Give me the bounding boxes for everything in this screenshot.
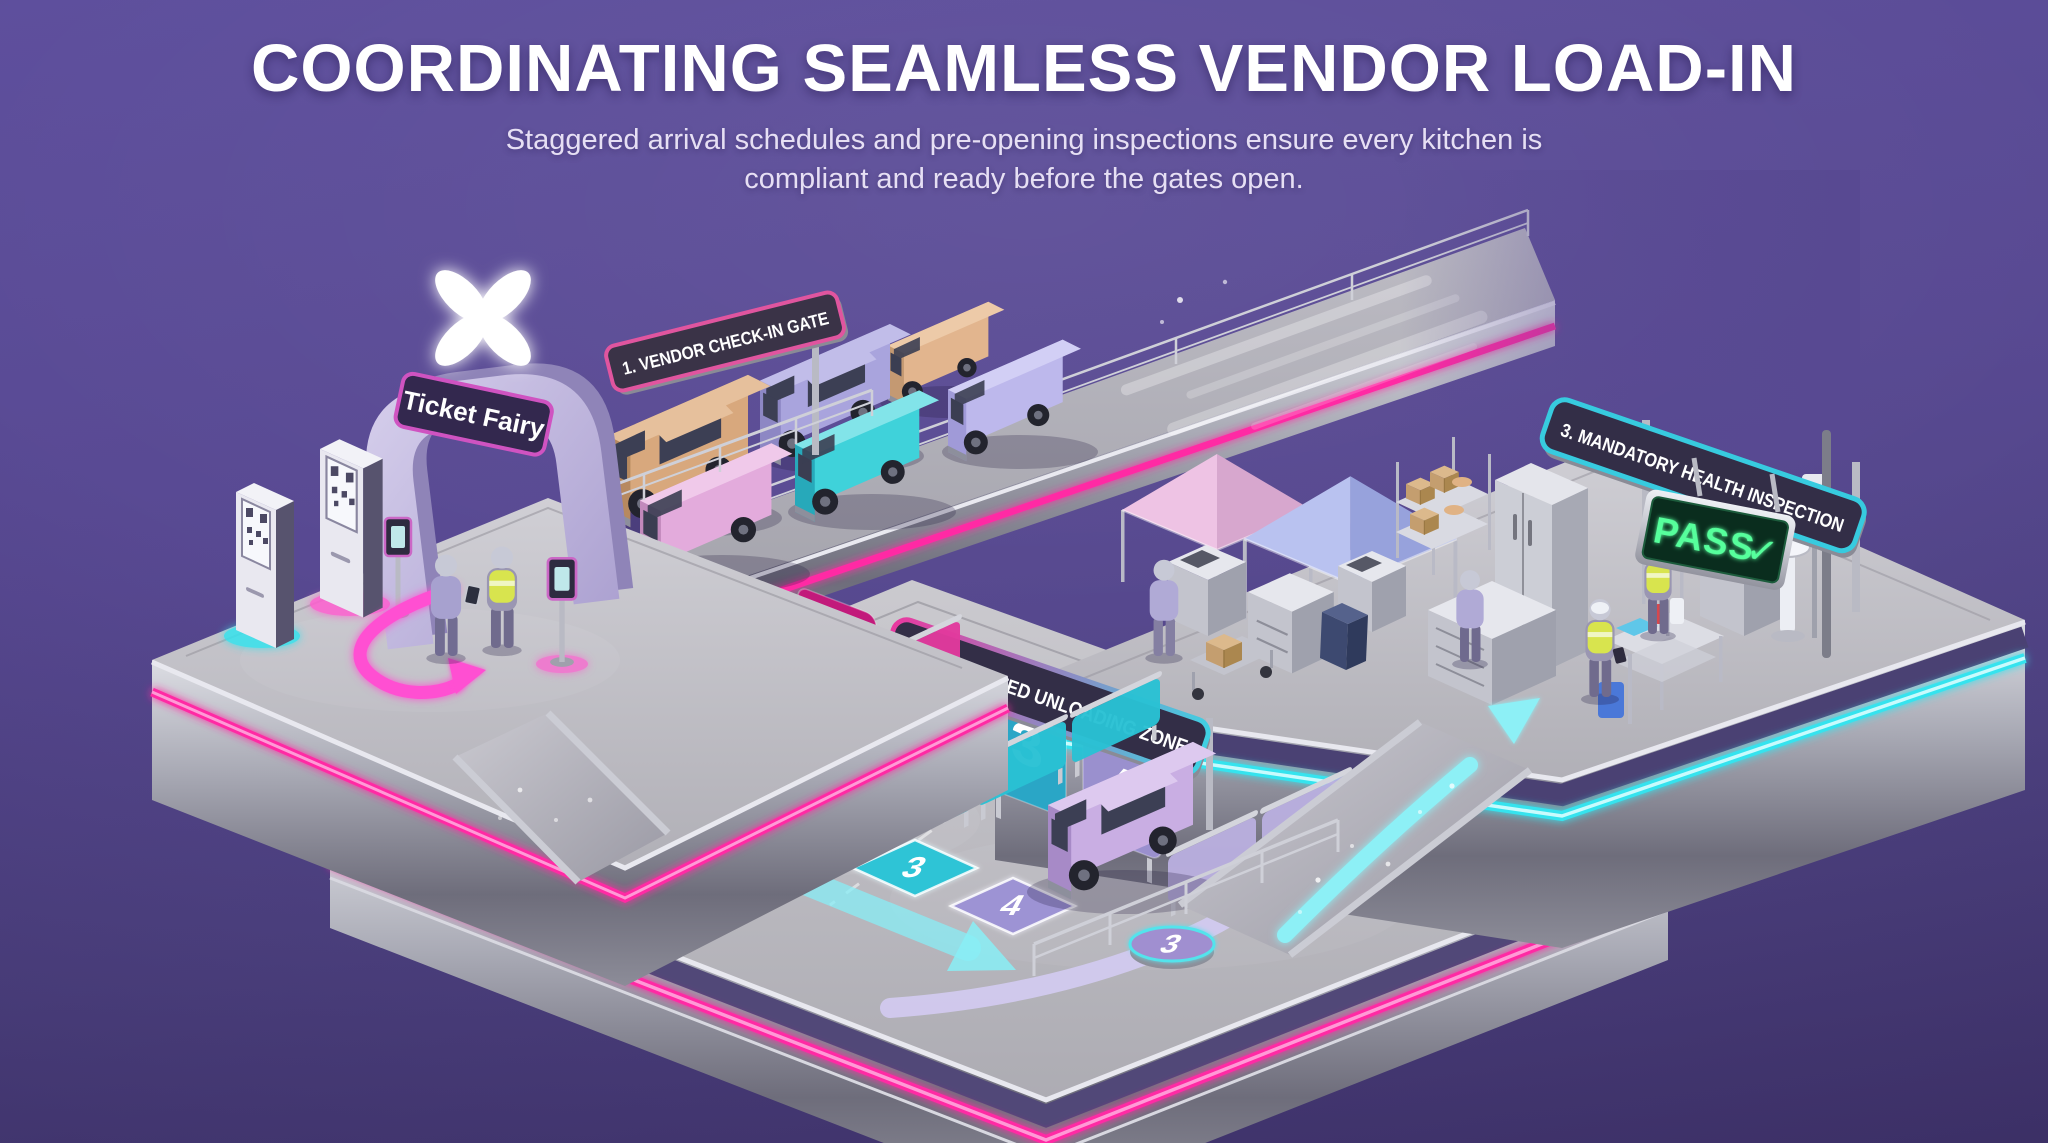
checkin-plaza: Ticket Fairy	[150, 270, 1010, 986]
route-marker-disc-3: 3	[1128, 925, 1216, 969]
checkin-kiosk-1	[235, 482, 295, 649]
plaza-arrow-pink	[353, 583, 486, 699]
route-cyan-arrowhead	[947, 921, 1016, 971]
sparkles	[1298, 783, 1455, 914]
cleaning-cloth	[1616, 618, 1658, 636]
ramp-surface	[455, 713, 668, 882]
subtitle-line-2: compliant and ready before the gates ope…	[744, 163, 1304, 195]
pass-check-icon: ✓	[1742, 528, 1781, 575]
stock-shelf	[1396, 437, 1491, 575]
inspector-with-clipboard	[1580, 599, 1627, 705]
ramp-arrow-cyan	[1277, 757, 1478, 943]
checkin-kiosk-2	[318, 438, 384, 619]
sanitizer-jug	[1670, 598, 1684, 624]
kitchen-contents	[1119, 430, 1831, 724]
page-subtitle: Staggered arrival schedules and pre-open…	[0, 121, 2048, 199]
base-fascia	[330, 820, 1668, 1143]
ramp-to-inspection	[1032, 698, 1540, 976]
hand-cart	[1190, 633, 1276, 700]
floor-railing	[1032, 818, 1340, 976]
page-title: COORDINATING SEAMLESS VENDOR LOAD-IN	[250, 31, 1798, 106]
ticket-fairy-arch: Ticket Fairy	[366, 270, 634, 650]
road-surface	[545, 228, 1555, 645]
ticket-fairy-sign: Ticket Fairy	[393, 371, 554, 457]
clipboard	[1612, 647, 1627, 664]
floor-tile-3: 3	[849, 838, 981, 898]
arch-body	[366, 374, 620, 650]
plaza-arrow-head	[448, 658, 486, 694]
ramp-arrow-cyan-head	[1488, 698, 1540, 744]
plaza-fascia	[152, 660, 1008, 986]
header: COORDINATING SEAMLESS VENDOR LOAD-IN Sta…	[0, 30, 2048, 199]
hard-hat	[1591, 602, 1609, 614]
floor-tile-4: 4	[947, 876, 1079, 936]
vendor-vehicle-queue	[602, 170, 1860, 593]
ramp-from-plaza	[452, 710, 671, 885]
subtitle-line-1: Staggered arrival schedules and pre-open…	[505, 124, 1543, 156]
sign-checkin-plate	[604, 290, 846, 393]
checkin-tablet	[463, 584, 482, 606]
pass-sign: PASS ✓	[1635, 489, 1796, 590]
ticket-fairy-flower-icon	[435, 270, 531, 366]
sparkles	[498, 787, 593, 822]
trash-bin	[1320, 603, 1368, 670]
